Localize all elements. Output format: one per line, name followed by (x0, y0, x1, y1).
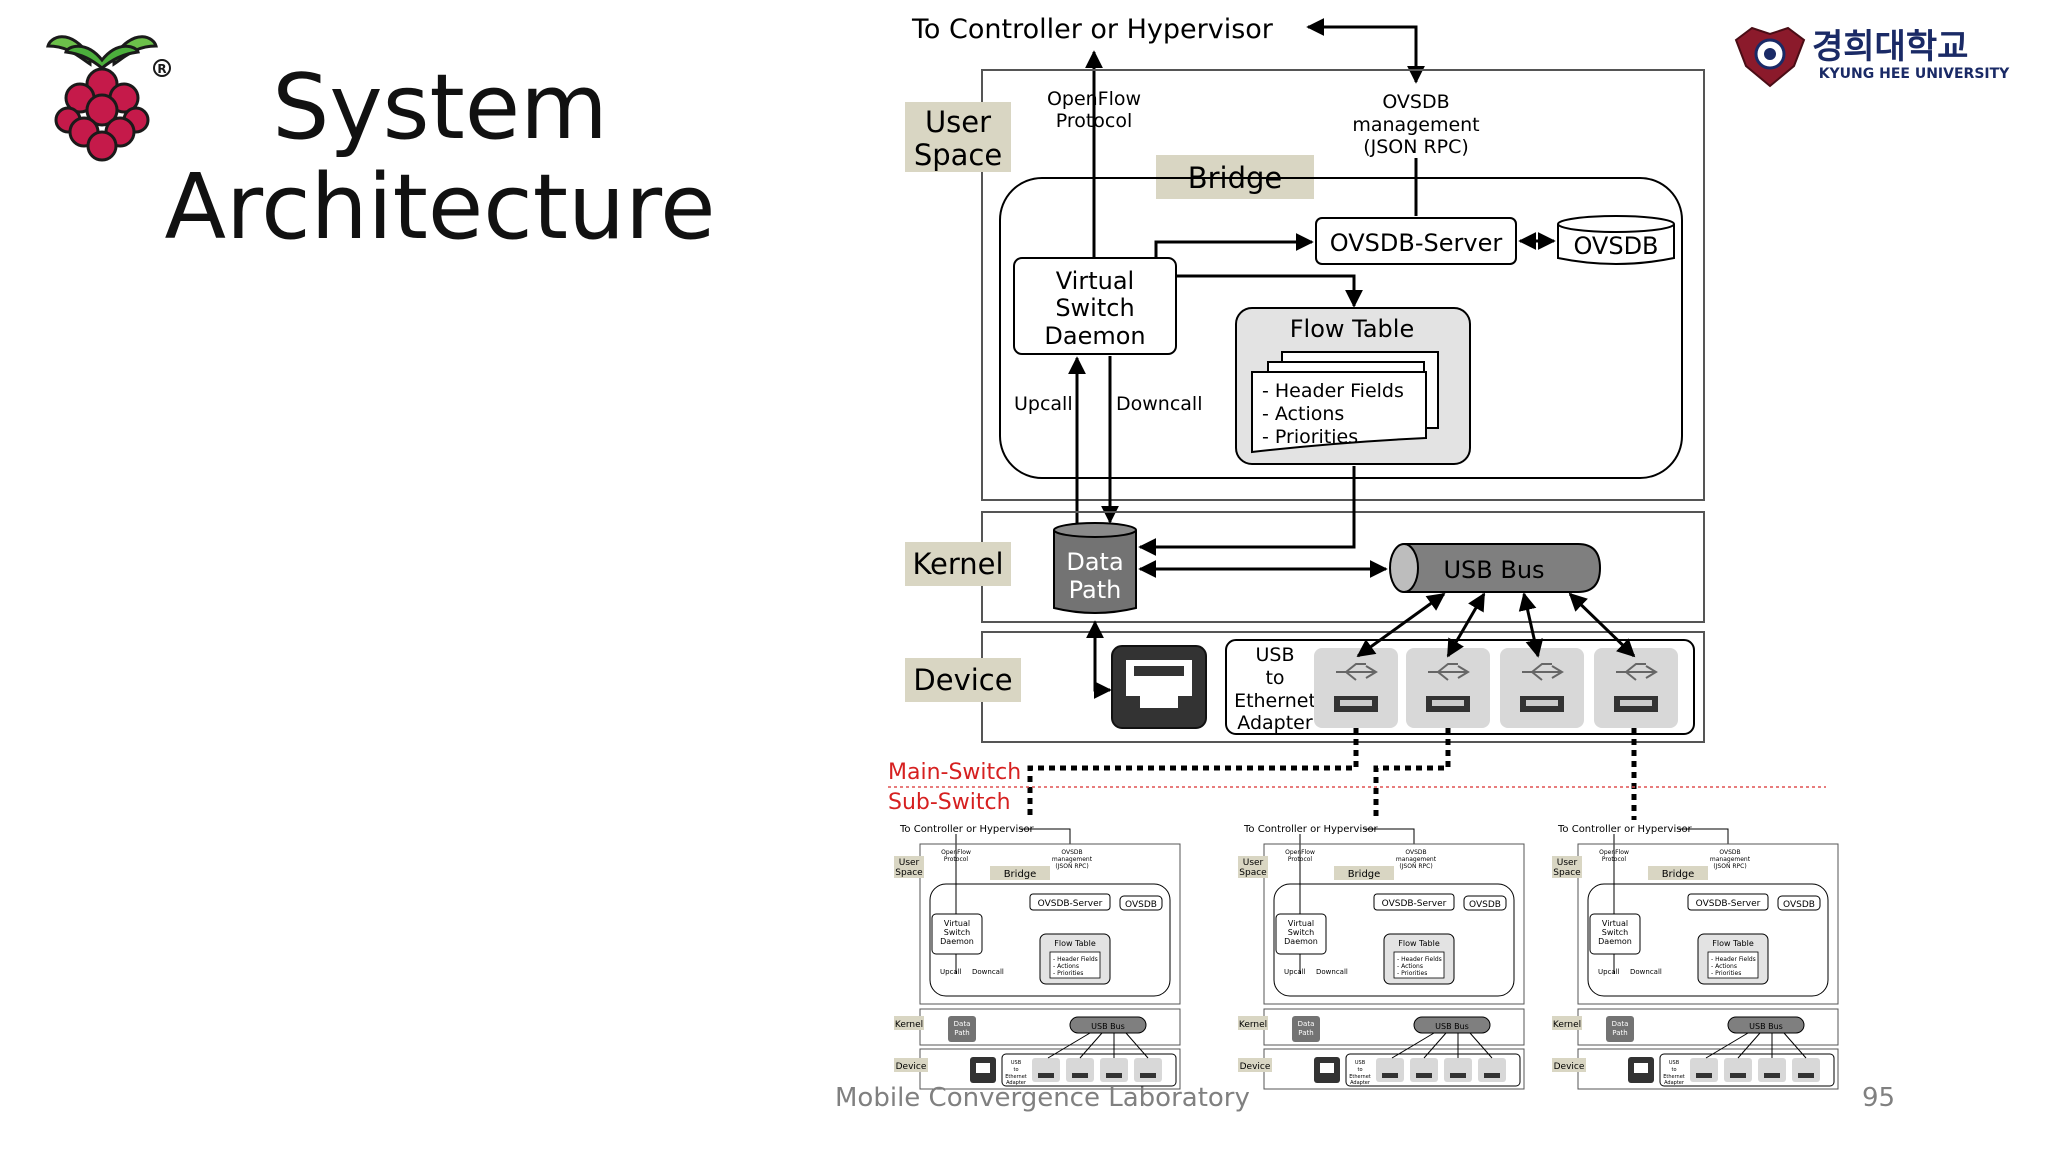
ovsdb-mgmt-label-line-3: (JSON RPC) (1363, 136, 1469, 158)
sub-switch-diagram-2 (1237, 823, 1525, 1090)
adapter-label-line-4: Adapter (1237, 712, 1313, 734)
usb-port-2 (1406, 648, 1490, 728)
usb-port-1 (1314, 648, 1398, 728)
upcall-label: Upcall (1014, 393, 1073, 415)
usb-port-3 (1500, 648, 1584, 728)
usb-port-4 (1594, 648, 1678, 728)
datapath-label-line-1: Data (1066, 548, 1123, 576)
sub-switch-diagram-3 (1551, 823, 1839, 1090)
adapter-label-line-1: USB (1255, 644, 1294, 666)
university-english-name: KYUNG HEE UNIVERSITY (1819, 66, 2010, 82)
user-space-label-line-1: User (925, 105, 991, 139)
ovsdb-label: OVSDB (1573, 232, 1658, 260)
main-switch-label: Main-Switch (888, 760, 1021, 785)
vsd-label-line-1: Virtual (1056, 267, 1134, 295)
openflow-label-line-2: Protocol (1056, 110, 1133, 132)
slide-title: System Architecture (160, 58, 720, 258)
university-logo: 경희대학교 KYUNG HEE UNIVERSITY (1734, 26, 2010, 88)
sub-switch-diagram-1 (893, 823, 1181, 1090)
page-number: 95 (1862, 1083, 1896, 1113)
usb-bus-cylinder (1404, 543, 1602, 593)
footer-lab-name: Mobile Convergence Laboratory (835, 1083, 1250, 1113)
adapter-label-line-2: to (1265, 667, 1284, 689)
device-label: Device (913, 663, 1012, 697)
kernel-label: Kernel (912, 547, 1003, 581)
datapath-label-line-2: Path (1069, 576, 1122, 604)
ovsdb-server-label: OVSDB-Server (1330, 229, 1503, 257)
device-label-bg (905, 658, 1021, 702)
bridge-frame (999, 177, 1683, 479)
ovsdb-mgmt-label-line-2: management (1352, 114, 1479, 136)
sub-switch-label: Sub-Switch (888, 790, 1011, 815)
to-controller-label: To Controller or Hypervisor (911, 14, 1274, 45)
vsd-label-line-3: Daemon (1044, 322, 1145, 350)
ovsdb-mgmt-label-line-1: OVSDB (1382, 91, 1449, 113)
flow-field-header-fields: - Header Fields (1262, 380, 1404, 402)
flow-table-label: Flow Table (1290, 315, 1414, 343)
svg-text:R: R (157, 62, 166, 76)
flow-entry-card (1251, 371, 1427, 454)
user-space-label-bg (905, 102, 1011, 172)
slide-title-line-2: Architecture (164, 155, 716, 260)
openflow-label-line-1: OpenFlow (1047, 88, 1141, 110)
user-space-label-line-2: Space (914, 138, 1002, 172)
ovsdb-server-box (1315, 217, 1517, 265)
flow-field-priorities: - Priorities (1262, 426, 1358, 448)
university-korean-name: 경희대학교 (1812, 27, 1968, 67)
kernel-label-bg (905, 542, 1011, 586)
adapter-label-line-3: Ethernet (1234, 690, 1316, 712)
downcall-label: Downcall (1116, 393, 1202, 415)
usb-bus-label: USB Bus (1443, 556, 1544, 584)
datapath-cylinder (1053, 530, 1137, 614)
slide-title-line-1: System (272, 55, 608, 160)
ovsdb-database-icon (1557, 224, 1675, 265)
raspberry-pi-logo: R (46, 35, 171, 162)
user-space-frame (981, 69, 1705, 501)
vsd-label-line-2: Switch (1055, 294, 1134, 322)
flow-field-actions: - Actions (1262, 403, 1344, 425)
